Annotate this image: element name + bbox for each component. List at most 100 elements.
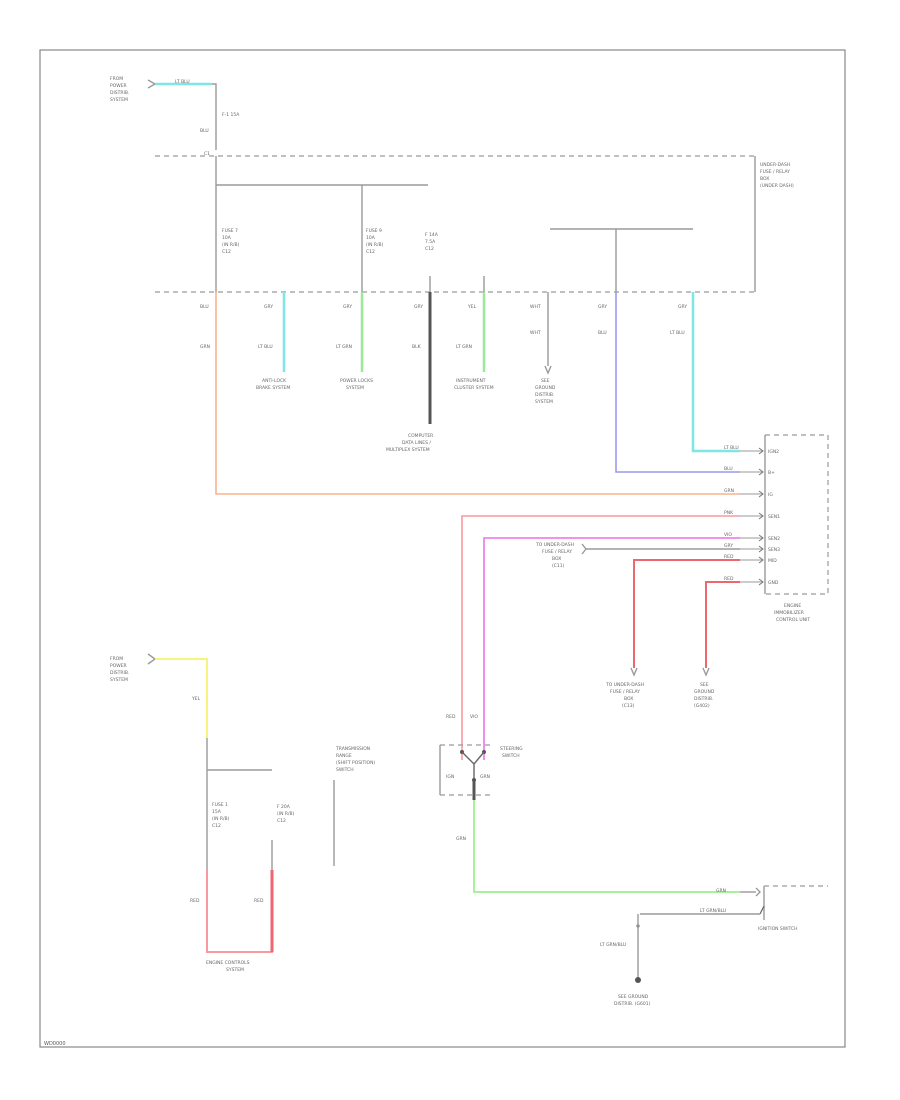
dest-5-label: SEE GROUND DISTRIB. SYSTEM bbox=[535, 378, 557, 405]
red-wire-2 bbox=[705, 581, 740, 668]
left-wire-label: YEL bbox=[191, 696, 201, 702]
lt-blu-label: LT BLU bbox=[258, 344, 273, 350]
top-power-source: FROM POWER DISTRIB. SYSTEM LT BLU F-1 15… bbox=[110, 76, 240, 157]
module-name-label: ENGINE IMMOBILIZER CONTROL UNIT bbox=[774, 603, 810, 623]
top-wire-blu-label: BLU bbox=[200, 128, 209, 134]
wht-label: WHT bbox=[530, 330, 541, 336]
ign-connector-label: LT GRN/BLU bbox=[700, 908, 726, 914]
orange-wire bbox=[215, 292, 740, 495]
fuse-e-label: F 20A (IN R/B) C12 bbox=[277, 804, 296, 824]
ign-wire-label: GRN bbox=[716, 888, 726, 894]
source-arrow bbox=[147, 79, 157, 89]
bottom-right-b-label: SEE GROUND DISTRIB. (G402) bbox=[694, 682, 716, 709]
pin-label-6: WHT bbox=[530, 304, 541, 310]
fuse-d-label: FUSE 1 15A (IN R/B) C12 bbox=[212, 802, 231, 829]
ground-point bbox=[635, 977, 641, 983]
module-pin-arrow bbox=[758, 545, 764, 553]
ign-input-arrow bbox=[755, 887, 761, 897]
underdash-relay-box: UNDER-DASH FUSE / RELAY BOX (UNDER DASH)… bbox=[155, 155, 794, 310]
module-pin-label: GND bbox=[768, 580, 779, 586]
pin-label-5: YEL bbox=[467, 304, 477, 310]
note-label: TRANSMISSION RANGE (SHIFT POSITION) SWIT… bbox=[335, 746, 377, 773]
module-wire-label: RED bbox=[724, 576, 734, 582]
left-source-arrow bbox=[147, 653, 157, 665]
module-pin-arrow bbox=[758, 556, 764, 564]
pin-label-7: GRY bbox=[598, 304, 607, 310]
switch-wire-label-1: RED bbox=[446, 714, 456, 720]
top-wire-color-label: LT BLU bbox=[175, 79, 190, 85]
switch-wire-label-2: VIO bbox=[470, 714, 478, 720]
ign-contact bbox=[759, 905, 765, 915]
top-feed-wire bbox=[212, 83, 217, 150]
diagram-frame bbox=[39, 49, 846, 1048]
bottom-right-a-label: TO UNDER-DASH FUSE / RELAY BOX (C13) bbox=[605, 682, 645, 709]
dest-3-label: COMPUTER DATA LINES / MULTIPLEX SYSTEM bbox=[386, 433, 435, 453]
module-outline bbox=[765, 434, 829, 595]
module-pin-label: SEN3 bbox=[768, 547, 780, 553]
dest-2-label: POWER LOCKS SYSTEM bbox=[340, 378, 374, 391]
lime-wire bbox=[473, 800, 740, 893]
top-fuse-label: F-1 15A bbox=[222, 112, 240, 118]
left-source-label: FROM POWER DISTRIB. SYSTEM bbox=[110, 656, 131, 683]
pin-label-1: BLU bbox=[200, 304, 209, 310]
lt-grn-label-1: LT GRN bbox=[336, 344, 352, 350]
module-wire-label: RED bbox=[724, 554, 734, 560]
module-pin-label: B+ bbox=[768, 470, 775, 476]
transmission-range-note: TRANSMISSION RANGE (SHIFT POSITION) SWIT… bbox=[333, 746, 377, 866]
ign-name-label: IGNITION SWITCH bbox=[758, 926, 798, 932]
page-code: WD0000 bbox=[44, 1041, 66, 1047]
module-pin-arrow bbox=[758, 490, 764, 498]
switch-name-label: STEERING SWITCH bbox=[500, 746, 524, 759]
module-pin-label: SEN1 bbox=[768, 514, 780, 520]
fuse-a-label: FUSE 7 10A (IN R/B) C12 bbox=[222, 228, 241, 255]
relay-box-label: UNDER-DASH FUSE / RELAY BOX (UNDER DASH) bbox=[760, 162, 794, 189]
module-pin-label: SEN2 bbox=[768, 536, 780, 542]
wht-branch-arrow bbox=[544, 365, 552, 375]
orange-wire-label: GRN bbox=[200, 344, 210, 350]
pin-label-8: GRY bbox=[678, 304, 687, 310]
pin-label-4: GRY bbox=[414, 304, 423, 310]
module-wire-label: VIO bbox=[724, 532, 732, 538]
red-wire-2-arrow bbox=[702, 667, 710, 677]
module-pin-arrow bbox=[758, 578, 764, 586]
relay-ref-arrow bbox=[581, 543, 587, 555]
lt-blu-wire-2 bbox=[691, 292, 740, 453]
blk-label: BLK bbox=[412, 344, 422, 350]
switch-contacts bbox=[461, 751, 485, 780]
fuse-b-label: FUSE 9 10A (IN R/B) C12 bbox=[366, 228, 385, 255]
module-wire-label: LT BLU bbox=[724, 445, 739, 451]
blu-wire bbox=[615, 292, 740, 473]
module-pin-arrow bbox=[758, 468, 764, 476]
yel-wire bbox=[155, 658, 208, 738]
pin-label-2: GRY bbox=[264, 304, 273, 310]
red-wire-1-arrow bbox=[630, 667, 638, 677]
module-sensor-wires: TO UNDER-DASH FUSE / RELAY BOX (C11) TO … bbox=[461, 515, 740, 760]
blu-label: BLU bbox=[598, 330, 607, 336]
vio-wire bbox=[483, 537, 740, 760]
module-pin-label: IG bbox=[768, 492, 773, 498]
left-power-source: FROM POWER DISTRIB. SYSTEM YEL FUSE 1 15… bbox=[110, 653, 296, 973]
ignition-switch: GRN LT GRN/BLU IGNITION SWITCH LT GRN/BL… bbox=[600, 885, 828, 1007]
left-red-2-label: RED bbox=[254, 898, 264, 904]
dest-4-label: INSTRUMENT CLUSTER SYSTEM bbox=[454, 378, 494, 391]
left-dest-label: ENGINE CONTROLS SYSTEM bbox=[206, 960, 251, 973]
left-red-loop bbox=[206, 870, 273, 953]
connector-ref-label: C1 bbox=[204, 151, 210, 157]
top-source-label: FROM POWER DISTRIB. SYSTEM bbox=[110, 76, 131, 103]
bottom-dest-label: SEE GROUND DISTRIB. (G601) bbox=[614, 994, 651, 1007]
lt-grn-label-2: LT GRN bbox=[456, 344, 472, 350]
fuse-c-label: F 14A 7.5A C12 bbox=[425, 232, 439, 252]
module-pin-arrow bbox=[758, 447, 764, 455]
module-wire-label: PNK bbox=[724, 510, 734, 516]
lt-blu-label-2: LT BLU bbox=[670, 330, 685, 336]
module-wire-label: GRN bbox=[724, 488, 734, 494]
module-pin-arrow bbox=[758, 512, 764, 520]
bottom-wire-label: LT GRN/BLU bbox=[600, 942, 626, 948]
pin-label-3: GRY bbox=[343, 304, 352, 310]
relay-ref-label: TO UNDER-DASH FUSE / RELAY BOX (C11) bbox=[535, 542, 575, 569]
module-pin-arrow bbox=[758, 534, 764, 542]
switch-bottom-wire-label: GRN bbox=[456, 836, 466, 842]
switch-dashed-edges bbox=[440, 744, 494, 796]
relay-box-outputs: GRN LT BLU ANTI-LOCK BRAKE SYSTEM LT GRN… bbox=[200, 292, 740, 495]
